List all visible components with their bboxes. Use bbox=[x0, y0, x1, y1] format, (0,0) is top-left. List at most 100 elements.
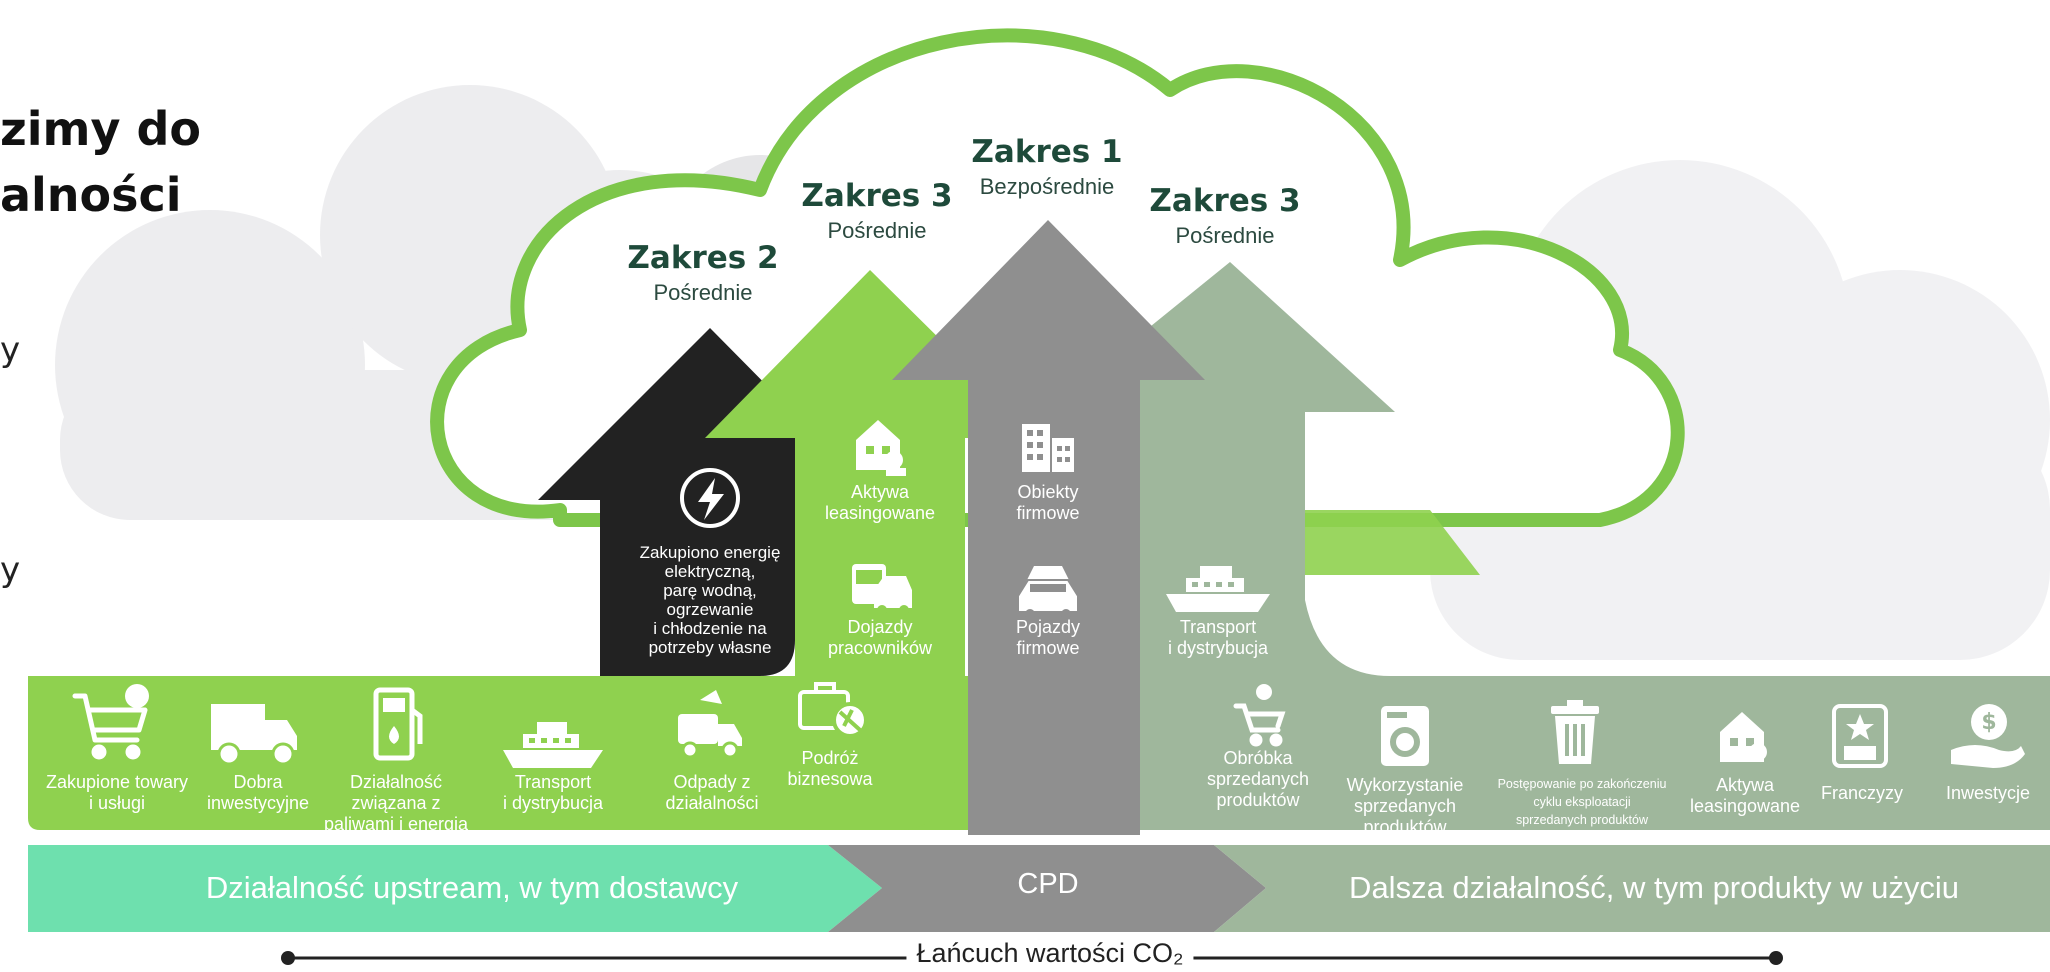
cpd-band-label: CPD bbox=[1017, 868, 1079, 900]
shopping-cart-icon bbox=[72, 684, 149, 760]
label-line: sprzedanych bbox=[1206, 769, 1310, 789]
label-line: produktów bbox=[1363, 817, 1447, 837]
downstream-item-leased-assets: Aktywa leasingowane bbox=[1690, 775, 1800, 817]
label-line: i dystrybucja bbox=[1167, 638, 1269, 658]
label-line: i dystrybucja bbox=[502, 793, 604, 813]
scope-subtitle: Pośrednie bbox=[827, 218, 927, 243]
label-line: cyklu eksploatacji bbox=[1533, 795, 1631, 809]
downstream-band-label: Dalsza działalność, w tym produkty w uży… bbox=[1349, 870, 1959, 905]
downstream-item-use: Wykorzystanie sprzedanych produktów bbox=[1347, 775, 1464, 838]
upstream-item-transport: Transport i dystrybucja bbox=[503, 772, 603, 814]
label-line: i usługi bbox=[88, 793, 146, 813]
upstream-item-purchased-goods: Zakupione towary i usługi bbox=[46, 772, 188, 814]
company-cars-icon bbox=[1017, 566, 1079, 619]
scope3-upstream-heading: Zakres 3 Pośrednie bbox=[801, 178, 952, 244]
label-line: związana z bbox=[351, 793, 441, 813]
washing-machine-icon bbox=[1381, 706, 1429, 766]
dump-truck-icon bbox=[211, 704, 297, 766]
label-line: ogrzewanie bbox=[666, 600, 754, 619]
franchise-store-icon bbox=[1832, 704, 1888, 768]
upstream-item-business-travel: Podróż biznesowa bbox=[787, 748, 872, 790]
label-line: Wykorzystanie bbox=[1346, 775, 1464, 795]
label-line: Transport bbox=[1179, 617, 1257, 637]
upstream-item-fuel-energy: Działalność związana z paliwami i energi… bbox=[324, 772, 468, 835]
scope-title: Zakres 2 bbox=[627, 240, 779, 276]
downstream-item-end-of-life: Postępowanie po zakończeniu cyklu eksplo… bbox=[1498, 775, 1667, 829]
downstream-activity-bar bbox=[1140, 676, 2050, 830]
scope-subtitle: Pośrednie bbox=[653, 280, 753, 305]
label-line: Aktywa bbox=[850, 482, 910, 502]
scope2-heading: Zakres 2 Pośrednie bbox=[627, 240, 778, 306]
svg-text:$: $ bbox=[1981, 710, 1996, 735]
label-line: Pojazdy bbox=[1015, 617, 1081, 637]
label-line: firmowe bbox=[1016, 503, 1080, 523]
label-line: Obiekty bbox=[1017, 482, 1079, 502]
fuel-pump-icon bbox=[373, 687, 423, 761]
upstream-item-capital-goods: Dobra inwestycyjne bbox=[207, 772, 309, 814]
label-line: Obróbka bbox=[1223, 748, 1293, 768]
commute-vehicles-icon bbox=[852, 564, 912, 615]
label-line: Odpady z bbox=[673, 772, 751, 792]
label-line: Dobra bbox=[233, 772, 283, 792]
label-line: produktów bbox=[1216, 790, 1300, 810]
downstream-item-investments: Inwestycje bbox=[1946, 783, 2030, 804]
scope3-upstream-arrow bbox=[705, 270, 1040, 830]
label-line: i chłodzenie na bbox=[653, 619, 767, 638]
cropped-text-fragment: y bbox=[0, 330, 21, 370]
scope1-arrow bbox=[892, 220, 1205, 835]
downstream-transport-label: Transport i dystrybucja bbox=[1168, 617, 1268, 659]
label-line: firmowe bbox=[1016, 638, 1080, 658]
ship-icon bbox=[1166, 566, 1270, 612]
label-line: sprzedanych bbox=[1353, 796, 1457, 816]
scope-subtitle: Bezpośrednie bbox=[979, 174, 1115, 199]
label-line: Dojazdy bbox=[847, 617, 913, 637]
label-line: inwestycyjne bbox=[206, 793, 310, 813]
garbage-truck-icon bbox=[678, 690, 742, 759]
ship-icon bbox=[503, 722, 603, 768]
cart-gear-icon bbox=[1233, 684, 1286, 747]
label-line: leasingowane bbox=[824, 503, 936, 523]
cpd-band bbox=[828, 845, 1266, 932]
suitcase-plane-icon bbox=[798, 682, 868, 738]
label-line: leasingowane bbox=[1689, 796, 1801, 816]
leased-building-icon bbox=[856, 420, 906, 476]
downstream-band bbox=[1214, 845, 2050, 932]
label-line: potrzeby własne bbox=[648, 638, 772, 657]
leased-building-icon bbox=[1720, 712, 1767, 762]
label-line: Franczyzy bbox=[1820, 783, 1904, 803]
value-chain-label: Łańcuch wartości CO₂ bbox=[906, 938, 1194, 969]
page-heading-line-1: zimy do bbox=[0, 102, 202, 156]
label-line: Transport bbox=[514, 772, 592, 792]
upstream-activity-bar bbox=[28, 676, 980, 830]
label-line: Zakupione towary bbox=[45, 772, 189, 792]
label-line: biznesowa bbox=[787, 769, 873, 789]
cropped-text-fragment: y bbox=[0, 550, 21, 590]
page-heading: zimy do alności bbox=[0, 96, 201, 228]
scope3-downstream-heading: Zakres 3 Pośrednie bbox=[1149, 183, 1300, 249]
company-facilities-label: Obiekty firmowe bbox=[1016, 482, 1079, 524]
company-building-icon bbox=[1022, 424, 1074, 472]
hand-dollar-icon: $ bbox=[1951, 704, 2025, 768]
scope2-item-label: Zakupiono energię elektryczną, parę wodn… bbox=[640, 543, 781, 657]
label-line: Podróż bbox=[801, 748, 859, 768]
label-line: sprzedanych produktów bbox=[1515, 813, 1649, 827]
label-line: Aktywa bbox=[1715, 775, 1775, 795]
value-chain-start-dot bbox=[281, 951, 295, 965]
employee-commuting-label: Dojazdy pracowników bbox=[828, 617, 932, 659]
upstream-item-waste: Odpady z działalności bbox=[665, 772, 758, 814]
scope-title: Zakres 1 bbox=[971, 134, 1123, 170]
label-line: Inwestycje bbox=[1945, 783, 2031, 803]
value-chain-end-dot bbox=[1769, 951, 1783, 965]
upstream-band-label: Działalność upstream, w tym dostawcy bbox=[205, 870, 739, 905]
upstream-band bbox=[28, 845, 882, 932]
label-line: elektryczną, bbox=[664, 562, 756, 581]
label-line: działalności bbox=[665, 793, 759, 813]
trash-bin-icon bbox=[1551, 700, 1599, 764]
lightning-bolt-icon bbox=[680, 468, 740, 528]
label-line: paliwami i energią bbox=[323, 814, 469, 834]
label-line: parę wodną, bbox=[663, 581, 757, 600]
scope-title: Zakres 3 bbox=[801, 178, 953, 214]
leased-assets-label: Aktywa leasingowane bbox=[825, 482, 935, 524]
